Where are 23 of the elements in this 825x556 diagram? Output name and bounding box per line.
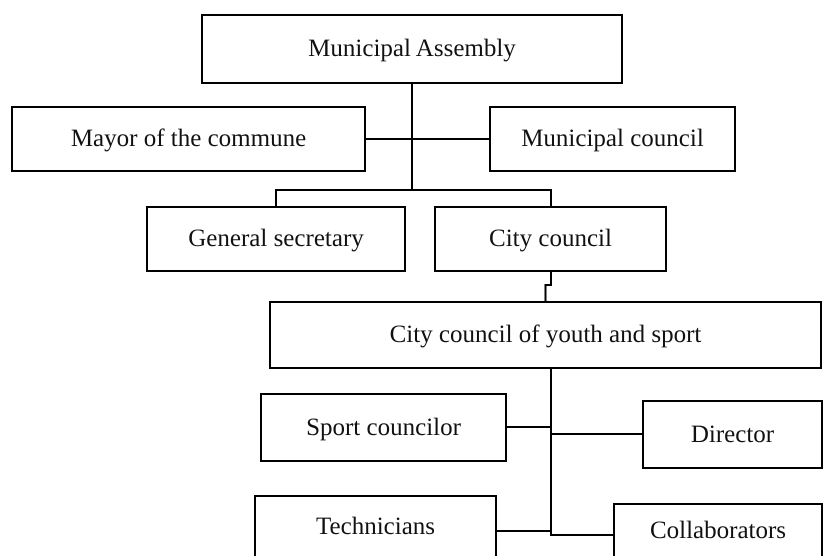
org-box: [613, 503, 823, 556]
connector-line: [550, 369, 613, 536]
org-box: [146, 206, 406, 272]
box-label: Director: [690, 420, 774, 448]
org-box: [269, 301, 822, 369]
box-label: Sport councilor: [306, 414, 461, 442]
box-label: Mayor of the commune: [70, 125, 306, 153]
org-box: [642, 400, 823, 469]
org-box: [11, 106, 366, 172]
box-label: Technicians: [316, 513, 436, 541]
org-box: [260, 393, 507, 462]
box-label: Collaborators: [650, 517, 786, 545]
box-label: General secretary: [188, 225, 364, 253]
connector-line: [411, 84, 552, 206]
org-box: [201, 14, 623, 84]
org-box: [254, 495, 497, 556]
box-label: City council: [489, 225, 612, 253]
box-label: Municipal council: [521, 125, 704, 153]
box-label: Municipal Assembly: [308, 35, 516, 63]
org-box: [489, 106, 736, 172]
org-box: [434, 206, 667, 272]
box-label: City council of youth and sport: [390, 321, 702, 349]
connector-line: [544, 272, 552, 301]
